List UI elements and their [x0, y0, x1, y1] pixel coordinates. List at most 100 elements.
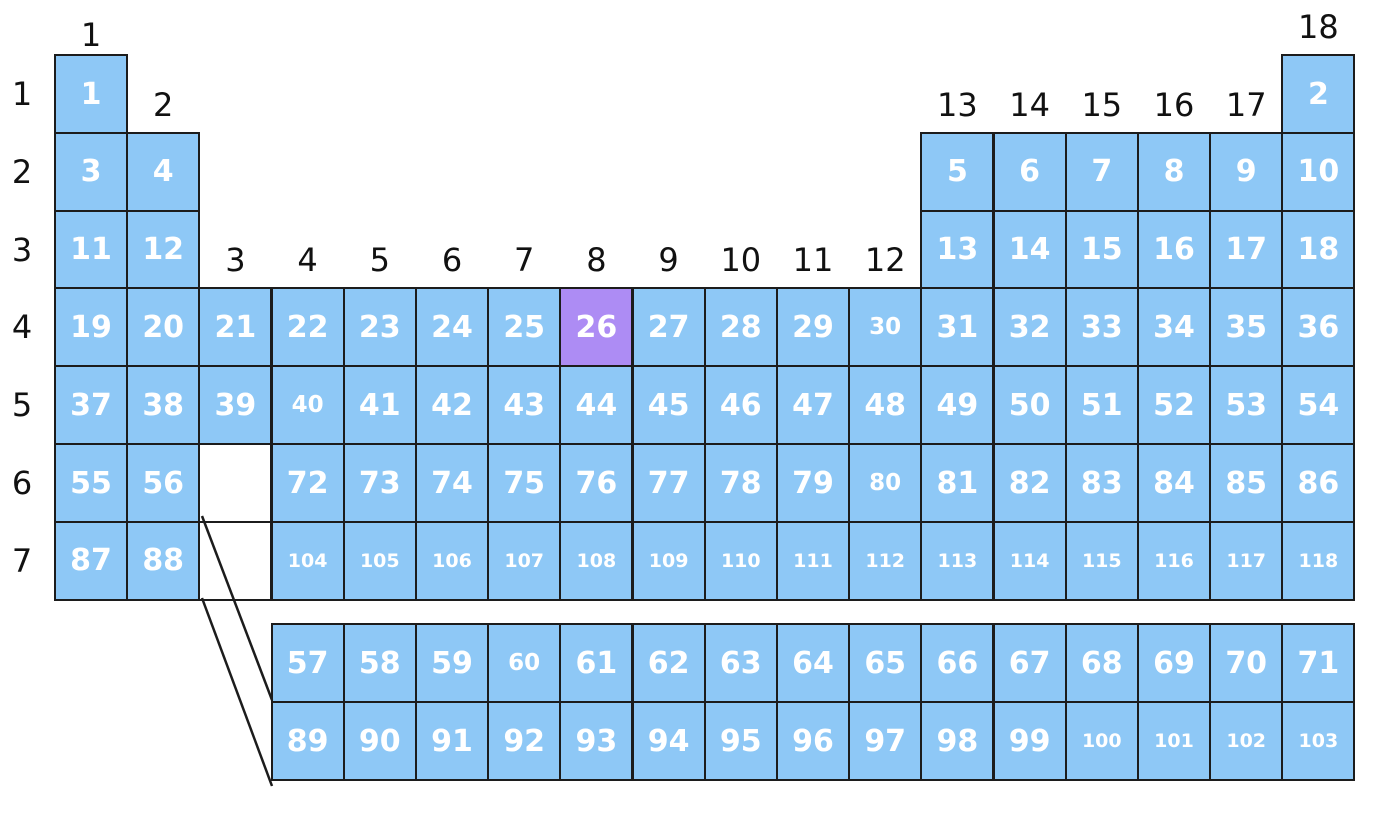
group-label: 12: [864, 241, 906, 279]
element-cell: 23: [342, 287, 417, 368]
f-block-element-cell: 58: [342, 623, 417, 703]
f-block-element-cell: 68: [1064, 623, 1139, 703]
element-cell: 8: [1137, 131, 1211, 212]
element-cell: 112: [848, 520, 923, 601]
element-cell: 81: [920, 443, 995, 523]
element-cell: 21: [198, 287, 273, 368]
element-cell: 5: [920, 131, 995, 212]
period-label: 2: [11, 152, 33, 191]
element-cell: 111: [776, 520, 850, 601]
group-label: 6: [441, 241, 463, 279]
f-block-element-cell: 92: [487, 701, 562, 781]
group-label: 3: [225, 241, 246, 279]
element-cell: 1: [54, 54, 128, 134]
element-cell: 15: [1064, 209, 1139, 290]
element-cell: 24: [415, 287, 489, 368]
f-block-element-cell: 98: [920, 701, 995, 781]
element-cell: 115: [1064, 520, 1139, 601]
element-cell: 20: [126, 287, 201, 368]
element-cell: 73: [342, 443, 417, 523]
element-cell: 52: [1137, 365, 1211, 446]
element-cell: 55: [54, 443, 128, 523]
element-cell: 25: [487, 287, 562, 368]
group-label: 17: [1225, 86, 1267, 124]
element-cell: 77: [631, 443, 706, 523]
period-label: 7: [11, 541, 33, 580]
f-block-element-cell: 91: [415, 701, 489, 781]
group-label: 16: [1153, 86, 1195, 124]
group-label: 2: [153, 86, 174, 124]
element-cell: 54: [1281, 365, 1356, 446]
group-label: 4: [297, 241, 318, 279]
element-cell: 19: [54, 287, 128, 368]
element-cell: 10: [1281, 131, 1356, 212]
f-block-element-cell: 100: [1064, 701, 1139, 781]
element-cell: 109: [631, 520, 706, 601]
f-block-element-cell: 89: [270, 701, 345, 781]
f-block-element-cell: 95: [703, 701, 778, 781]
element-cell: 28: [703, 287, 778, 368]
element-cell: 27: [631, 287, 706, 368]
f-block-element-cell: 65: [848, 623, 923, 703]
element-cell: 29: [776, 287, 850, 368]
element-cell: 17: [1209, 209, 1284, 290]
period-label: 6: [11, 464, 33, 502]
placeholder-cell: [198, 443, 273, 523]
element-cell: 40: [270, 365, 345, 446]
group-label: 1: [80, 16, 102, 54]
element-cell: 72: [270, 443, 345, 523]
element-cell: 22: [270, 287, 345, 368]
f-block-element-cell: 90: [342, 701, 417, 781]
element-cell: 39: [198, 365, 273, 446]
element-cell: 13: [920, 209, 995, 290]
element-cell: 82: [992, 443, 1067, 523]
f-block-element-cell: 60: [487, 623, 562, 703]
element-cell: 45: [631, 365, 706, 446]
element-cell: 4: [126, 131, 201, 212]
group-label: 18: [1298, 8, 1339, 46]
element-cell: 85: [1209, 443, 1284, 523]
placeholder-cell: [198, 520, 273, 601]
element-cell: 16: [1137, 209, 1211, 290]
element-cell: 18: [1281, 209, 1356, 290]
element-cell: 9: [1209, 131, 1284, 212]
element-cell: 83: [1064, 443, 1139, 523]
group-label: 10: [720, 241, 762, 279]
f-block-element-cell: 59: [415, 623, 489, 703]
f-block-element-cell: 61: [559, 623, 634, 703]
element-cell: 14: [992, 209, 1067, 290]
element-cell: 88: [126, 520, 201, 601]
f-block-element-cell: 62: [631, 623, 706, 703]
element-cell: 106: [415, 520, 489, 601]
element-cell: 104: [270, 520, 345, 601]
group-label: 13: [937, 86, 978, 124]
group-label: 9: [658, 241, 679, 279]
period-label: 1: [11, 75, 33, 113]
element-cell: 48: [848, 365, 923, 446]
element-cell: 33: [1064, 287, 1139, 368]
element-cell: 50: [992, 365, 1067, 446]
element-cell: 114: [992, 520, 1067, 601]
element-cell: 107: [487, 520, 562, 601]
f-block-element-cell: 101: [1137, 701, 1211, 781]
element-cell: 31: [920, 287, 995, 368]
element-cell: 117: [1209, 520, 1284, 601]
element-cell: 80: [848, 443, 923, 523]
element-cell: 32: [992, 287, 1067, 368]
element-cell: 6: [992, 131, 1067, 212]
element-cell: 26: [559, 287, 634, 368]
f-block-element-cell: 102: [1209, 701, 1284, 781]
f-block-element-cell: 70: [1209, 623, 1284, 703]
f-block-element-cell: 71: [1281, 623, 1356, 703]
f-block-element-cell: 67: [992, 623, 1067, 703]
element-cell: 79: [776, 443, 850, 523]
f-block-element-cell: 63: [703, 623, 778, 703]
f-block-element-cell: 97: [848, 701, 923, 781]
element-cell: 108: [559, 520, 634, 601]
element-cell: 74: [415, 443, 489, 523]
element-cell: 113: [920, 520, 995, 601]
group-label: 11: [792, 241, 834, 279]
element-cell: 34: [1137, 287, 1211, 368]
f-block-element-cell: 66: [920, 623, 995, 703]
